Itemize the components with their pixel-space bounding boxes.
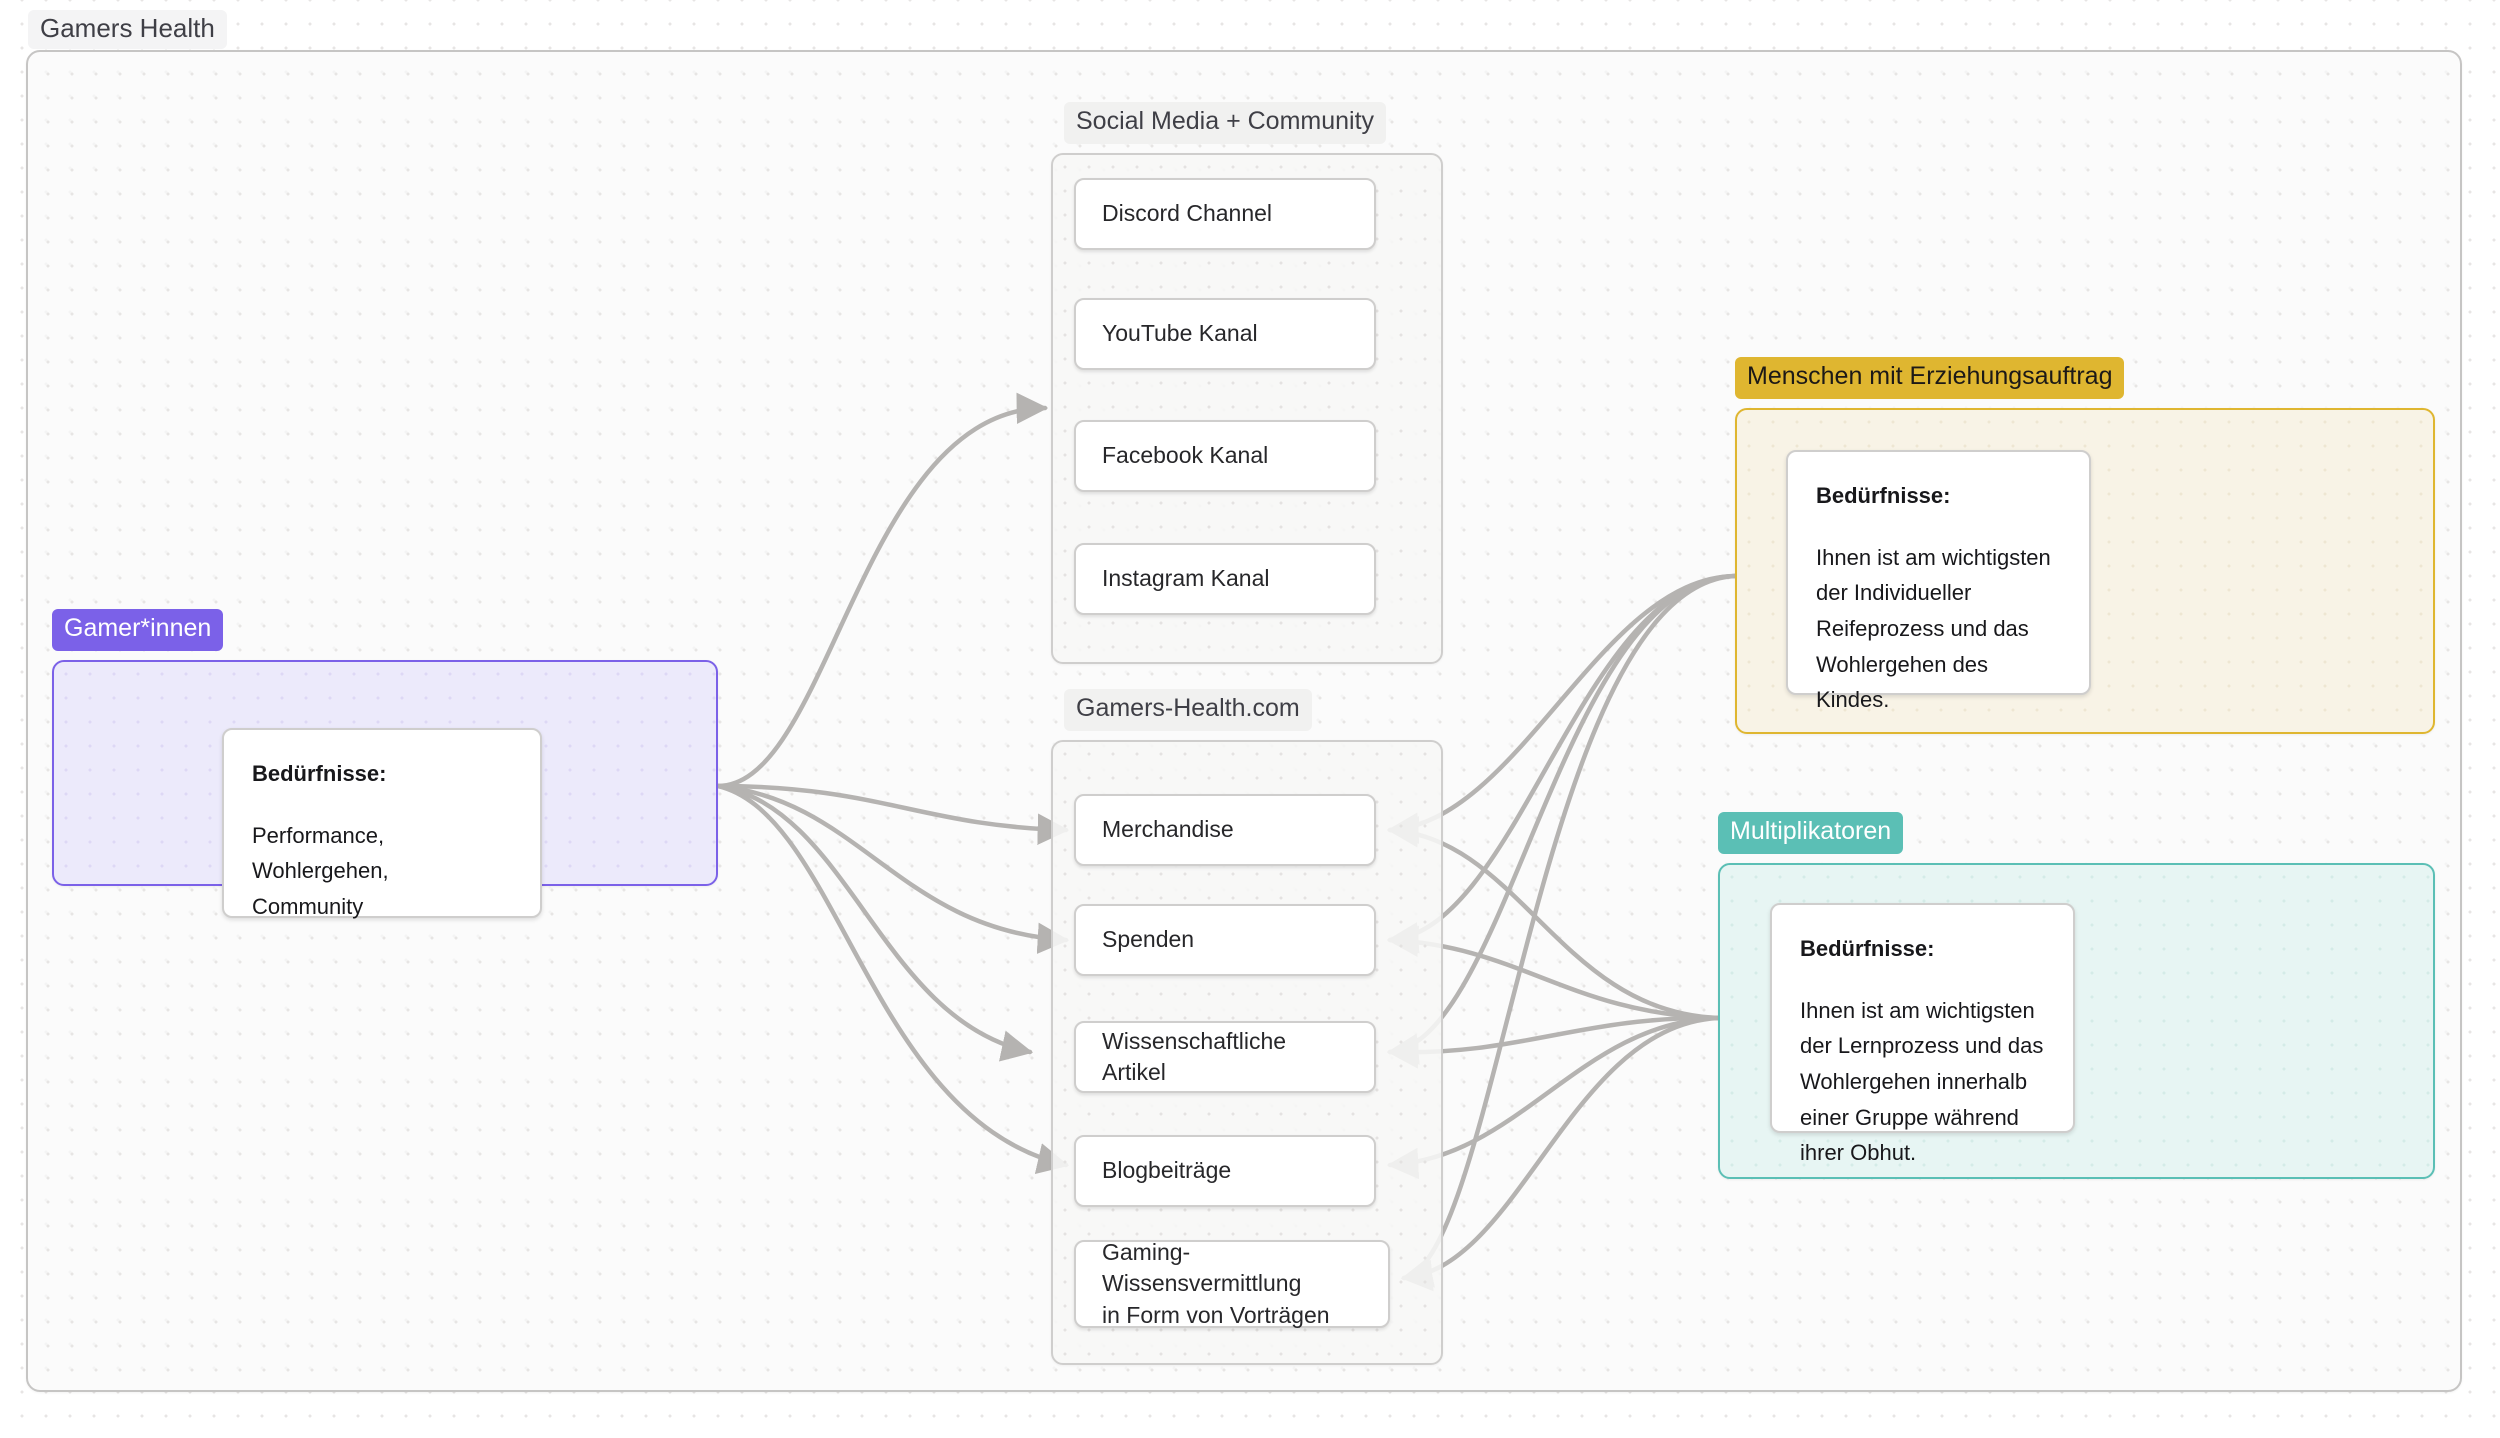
node-label: Blogbeiträge	[1102, 1157, 1232, 1184]
node-label: Instagram Kanal	[1102, 565, 1270, 592]
needs-title: Bedürfnisse:	[1816, 483, 1951, 508]
needs-card-multipliers[interactable]: Bedürfnisse: Ihnen ist am wichtigsten de…	[1770, 903, 2075, 1165]
group-label-multiplikatoren: Multiplikatoren	[1718, 812, 1904, 854]
node-label: Merchandise	[1102, 816, 1234, 843]
node-label: Wissenschaftliche Artikel	[1102, 1027, 1287, 1085]
needs-body: Ihnen ist am wichtigsten der Lernprozess…	[1800, 997, 2044, 1166]
node-label: Facebook Kanal	[1102, 442, 1269, 469]
group-label-gamers-health-com: Gamers-Health.com	[1064, 689, 1312, 731]
node-label: YouTube Kanal	[1102, 320, 1258, 347]
node-label: Gaming-Wissensvermittlung in Form von Vo…	[1102, 1239, 1330, 1328]
needs-body: Performance, Wohlergehen, Community	[252, 822, 389, 919]
outer-frame-label: Gamers Health	[28, 10, 227, 49]
node-instagram-kanal[interactable]: Instagram Kanal	[1074, 543, 1376, 615]
node-spenden[interactable]: Spenden	[1074, 904, 1376, 976]
node-blogbeitraege[interactable]: Blogbeiträge	[1074, 1135, 1376, 1207]
needs-title: Bedürfnisse:	[252, 761, 387, 786]
node-youtube-kanal[interactable]: YouTube Kanal	[1074, 298, 1376, 370]
node-gaming-wissensvermittlung[interactable]: Gaming-Wissensvermittlung in Form von Vo…	[1074, 1239, 1390, 1328]
group-label-menschen-mit-erziehungsauftrag: Menschen mit Erziehungsauftrag	[1735, 357, 2125, 399]
node-merchandise[interactable]: Merchandise	[1074, 794, 1376, 866]
node-label: Spenden	[1102, 926, 1195, 953]
node-discord-channel[interactable]: Discord Channel	[1074, 178, 1376, 250]
group-label-gamerinnen: Gamer*innen	[52, 609, 224, 651]
group-label-social-media: Social Media + Community	[1064, 102, 1387, 144]
needs-card-educators[interactable]: Bedürfnisse: Ihnen ist am wichtigsten de…	[1786, 450, 2091, 712]
node-facebook-kanal[interactable]: Facebook Kanal	[1074, 420, 1376, 492]
needs-title: Bedürfnisse:	[1800, 936, 1935, 961]
needs-body: Ihnen ist am wichtigsten der Individuell…	[1816, 544, 2051, 713]
node-label: Discord Channel	[1102, 200, 1273, 227]
needs-card-gamerinnen[interactable]: Bedürfnisse: Performance, Wohlergehen, C…	[222, 728, 542, 919]
node-wissenschaftliche-artikel[interactable]: Wissenschaftliche Artikel	[1074, 1021, 1376, 1093]
